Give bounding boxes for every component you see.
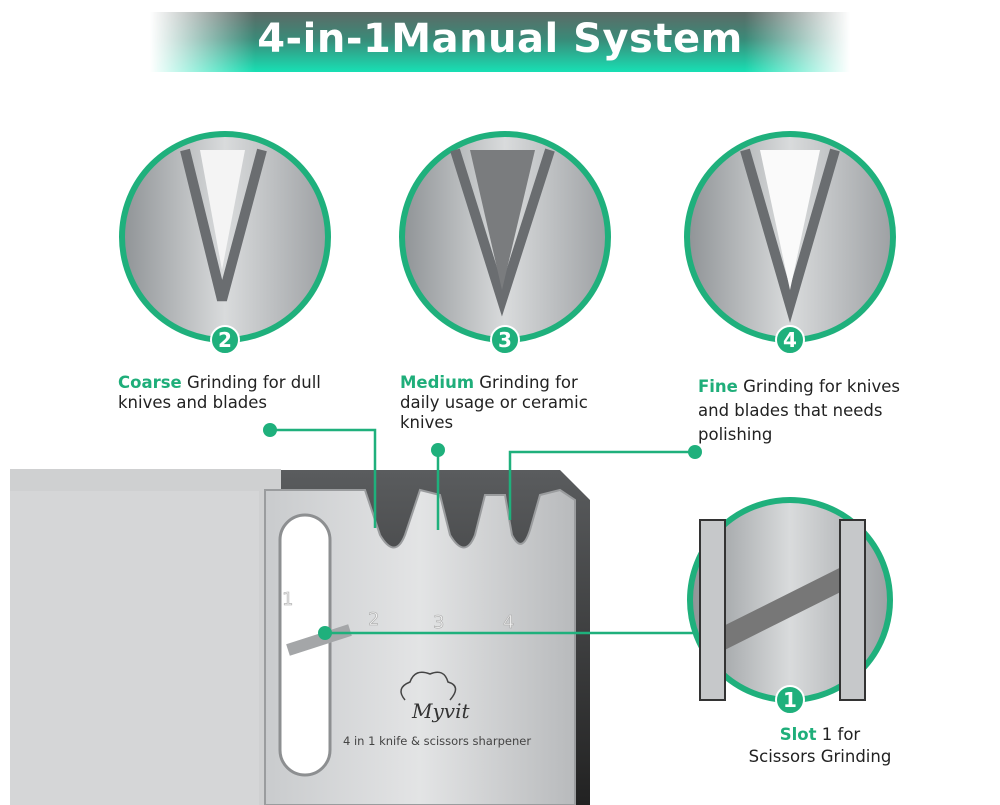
svg-text:3: 3	[498, 328, 512, 352]
slot-number: 4	[503, 612, 514, 633]
slot-number: 1	[282, 589, 293, 610]
badge-2: 2	[210, 325, 240, 355]
badge-4: 4	[775, 325, 805, 355]
caption-fine: Fine Grinding for knives and blades that…	[698, 377, 901, 444]
svg-text:Myvit: Myvit	[411, 699, 470, 723]
slot-number: 2	[368, 609, 379, 630]
zoom-circle-scissors	[687, 497, 893, 703]
zoom-circle-coarse	[119, 131, 331, 343]
caption-medium: Medium Grinding for daily usage or ceram…	[400, 373, 588, 432]
badge-3: 3	[490, 325, 520, 355]
page-title: 4-in-1Manual System	[257, 16, 743, 62]
brand-logo: Myvit 4 in 1 knife & scissors sharpener	[343, 671, 531, 748]
svg-text:1: 1	[783, 688, 797, 712]
badge-1: 1	[775, 685, 805, 715]
zoom-circle-fine	[684, 131, 896, 343]
caption-coarse: Coarse Grinding for dull knives and blad…	[118, 373, 321, 412]
zoom-circle-medium	[399, 131, 611, 343]
svg-text:4: 4	[783, 328, 797, 352]
slot-number: 3	[433, 612, 444, 633]
title-banner	[150, 12, 850, 72]
caption-slot: Slot 1 for Scissors Grinding	[748, 725, 892, 766]
connector-lines	[270, 428, 700, 635]
svg-text:2: 2	[218, 328, 232, 352]
svg-text:4 in 1 knife & scissors sharpe: 4 in 1 knife & scissors sharpener	[343, 734, 531, 748]
sharpener-body	[10, 469, 590, 805]
